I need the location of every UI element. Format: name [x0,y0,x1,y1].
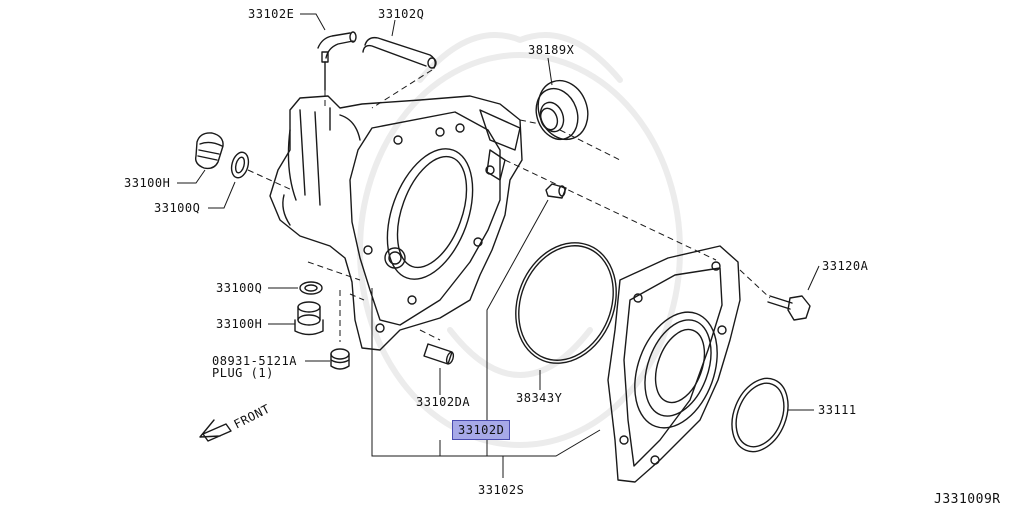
label-33102D-highlighted[interactable]: 33102D [452,420,511,440]
reference-code: J331009R [934,492,1001,507]
label-38189X: 38189X [528,43,575,57]
breather-elbow-33102E [317,31,357,91]
leader-lines [177,13,820,478]
label-33102S: 33102S [478,483,525,497]
watermark-emblem [357,32,683,448]
plug-33100H-middle [294,301,324,336]
rear-adapter-cover [607,245,741,483]
transfer-case-housing [269,95,523,351]
label-38343Y: 38343Y [516,391,563,405]
label-33102Q: 33102Q [378,7,425,21]
washer-33100Q-upper [230,151,250,179]
label-plug-note: PLUG (1) [212,366,274,380]
label-33102DA: 33102DA [416,395,471,409]
label-33111: 33111 [818,403,857,417]
label-33100H-upper: 33100H [124,176,171,190]
o-ring-38343Y [515,242,617,364]
breather-hose-33102Q [362,36,437,69]
label-33100H-middle: 33100H [216,317,263,331]
label-33100Q-upper: 33100Q [154,201,201,215]
dowel-pin-33102D [545,183,567,199]
assembly-dash-lines [247,69,771,342]
label-33120A: 33120A [822,259,869,273]
plug-08931-5121A [330,348,350,370]
dowel-pin-33102DA [423,343,455,365]
label-33102E: 33102E [248,7,295,21]
washer-33100Q-middle [299,281,323,295]
bolt-33120A [767,295,811,321]
label-08931-5121A: 08931-5121A [212,354,297,368]
oil-seal-38189X [535,79,589,141]
seal-ring-33111 [731,377,789,453]
front-arrow [199,419,232,442]
label-33100Q-middle: 33100Q [216,281,263,295]
plug-33100H-upper [194,132,224,170]
